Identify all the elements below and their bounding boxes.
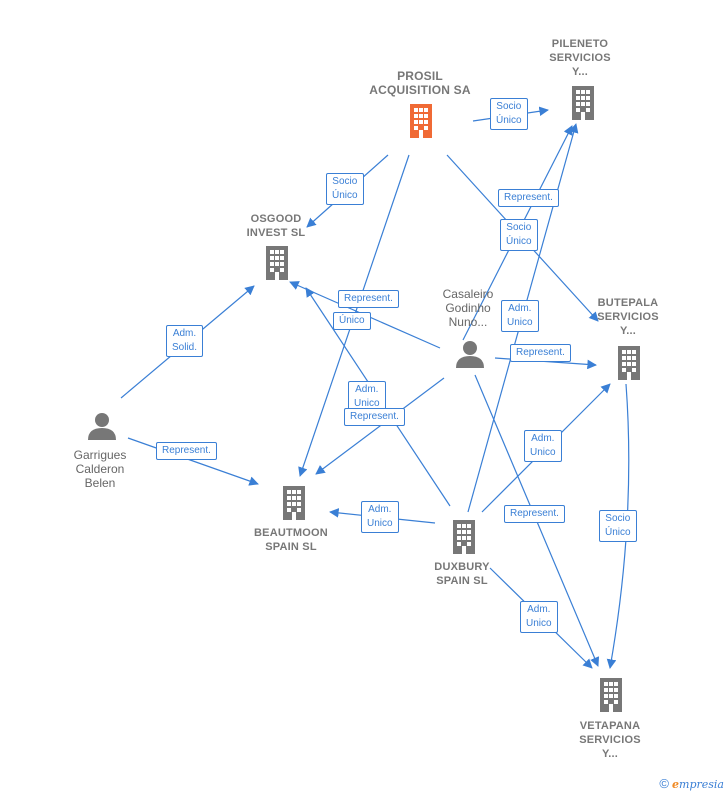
node-label-line: Y... (571, 66, 589, 78)
edge-label-line: Único (332, 190, 358, 201)
node-garrigues[interactable]: Garrigues Calderon Belen (60, 448, 140, 490)
edge-label-line: Represent. (350, 411, 399, 422)
node-label-line: SPAIN SL (265, 541, 317, 553)
edge-label-adm-unico[interactable]: Adm. Unico (501, 300, 539, 332)
brand-name: mpresia (679, 778, 724, 791)
edge-label-line: Adm. (172, 328, 197, 339)
edge-label-adm-unico[interactable]: Adm. Unico (348, 381, 386, 413)
node-label-line: PILENETO (551, 38, 609, 50)
node-butepala[interactable]: BUTEPALA SERVICIOS Y... (588, 296, 668, 338)
node-beautmoon[interactable]: BEAUTMOON SPAIN SL (246, 526, 336, 554)
building-icon (618, 346, 640, 380)
edge-label-socio-unico[interactable]: Socio Único (599, 510, 637, 542)
node-vetapana[interactable]: VETAPANA SERVICIOS Y... (570, 719, 650, 761)
building-icon (600, 678, 622, 712)
node-label-line: VETAPANA (579, 720, 641, 732)
node-label-line: ACQUISITION SA (369, 83, 471, 97)
node-pileneto[interactable]: PILENETO SERVICIOS Y... (540, 37, 620, 79)
edge-label-line: Represent. (162, 445, 211, 456)
node-label-line: BUTEPALA (597, 297, 659, 309)
node-osgood[interactable]: OSGOOD INVEST SL (236, 212, 316, 240)
edge-label-adm-unico[interactable]: Adm. Unico (524, 430, 562, 462)
edge-label-line: Socio (506, 222, 532, 233)
node-prosil[interactable]: PROSIL ACQUISITION SA (360, 69, 480, 97)
node-label-line: Belen (84, 476, 116, 490)
edge-label-line: Represent. (516, 347, 565, 358)
edge-label-line: Adm. (531, 433, 555, 444)
edge-label-line: Represent. (504, 192, 553, 203)
edge-label-line: Adm. (508, 303, 532, 314)
edge-label-line: Unico (526, 618, 552, 629)
node-label-line: Calderon (75, 462, 125, 476)
edge-label-line: Socio (605, 513, 631, 524)
edge-label-line: Adm. (527, 604, 551, 615)
edge-label-represent[interactable]: Represent. (504, 505, 565, 523)
building-icon (266, 246, 288, 280)
edge-label-socio-unico[interactable]: Socio Único (490, 98, 528, 130)
edge-label-represent[interactable]: Represent. (510, 344, 571, 362)
edge-label-line: Único (339, 315, 365, 326)
edge-label-line: Socio (332, 176, 358, 187)
edge-label-unico[interactable]: Único (333, 312, 371, 330)
person-icon (88, 413, 116, 440)
node-label-line: SPAIN SL (436, 575, 488, 587)
edge-label-socio-unico[interactable]: Socio Único (500, 219, 538, 251)
edge-label-represent[interactable]: Represent. (498, 189, 559, 207)
footer-brand: © empresia (659, 776, 724, 791)
edge-label-line: Solid. (172, 342, 198, 353)
edge-label-line: Represent. (344, 293, 393, 304)
node-label-line: SERVICIOS (579, 734, 641, 746)
building-icon (283, 486, 305, 520)
edge-casaleiro-beautmoon (315, 377, 445, 475)
edge-label-represent[interactable]: Represent. (344, 408, 405, 426)
building-icon (453, 520, 475, 554)
node-label-line: BEAUTMOON (254, 527, 328, 539)
node-label-line: INVEST SL (246, 227, 306, 239)
edge-label-line: Único (496, 115, 522, 126)
edge-label-line: Único (605, 527, 631, 538)
node-label-line: PROSIL (397, 69, 443, 83)
edge-label-represent[interactable]: Represent. (338, 290, 399, 308)
node-casaleiro[interactable]: Casaleiro Godinho Nuno... (428, 287, 508, 329)
node-label-line: OSGOOD (250, 213, 302, 225)
edge-label-line: Único (506, 236, 532, 247)
node-label-line: SERVICIOS (597, 311, 659, 323)
node-label-line: SERVICIOS (549, 52, 611, 64)
node-duxbury[interactable]: DUXBURY SPAIN SL (422, 560, 502, 588)
node-label-line: Godinho (445, 301, 491, 315)
edge-label-line: Socio (496, 101, 522, 112)
edge-label-adm-solid[interactable]: Adm. Solid. (166, 325, 204, 357)
node-label-line: Y... (619, 325, 637, 337)
edge-label-line: Unico (507, 317, 533, 328)
person-icon (456, 341, 484, 368)
node-label-line: Nuno... (448, 315, 488, 329)
edge-label-represent[interactable]: Represent. (156, 442, 217, 460)
brand-initial: e (672, 778, 680, 791)
edge-label-line: Adm. (355, 384, 379, 395)
edge-label-line: Unico (354, 398, 380, 409)
edge-label-line: Adm. (368, 504, 392, 515)
copyright-icon: © (659, 776, 669, 791)
brand-logo: empresia (672, 778, 724, 791)
edge-label-line: Unico (530, 447, 556, 458)
edge-label-socio-unico[interactable]: Socio Único (326, 173, 364, 205)
edge-garrigues-beautmoon (127, 437, 259, 486)
node-label-line: DUXBURY (434, 561, 490, 573)
node-label-line: Casaleiro (442, 287, 494, 301)
node-label-line: Garrigues (73, 448, 127, 462)
building-icon (410, 104, 432, 138)
edge-label-line: Unico (367, 518, 393, 529)
edge-label-adm-unico[interactable]: Adm. Unico (520, 601, 558, 633)
building-icon (572, 86, 594, 120)
edge-label-line: Represent. (510, 508, 559, 519)
node-label-line: Y... (601, 748, 619, 760)
edge-label-adm-unico[interactable]: Adm. Unico (361, 501, 399, 533)
